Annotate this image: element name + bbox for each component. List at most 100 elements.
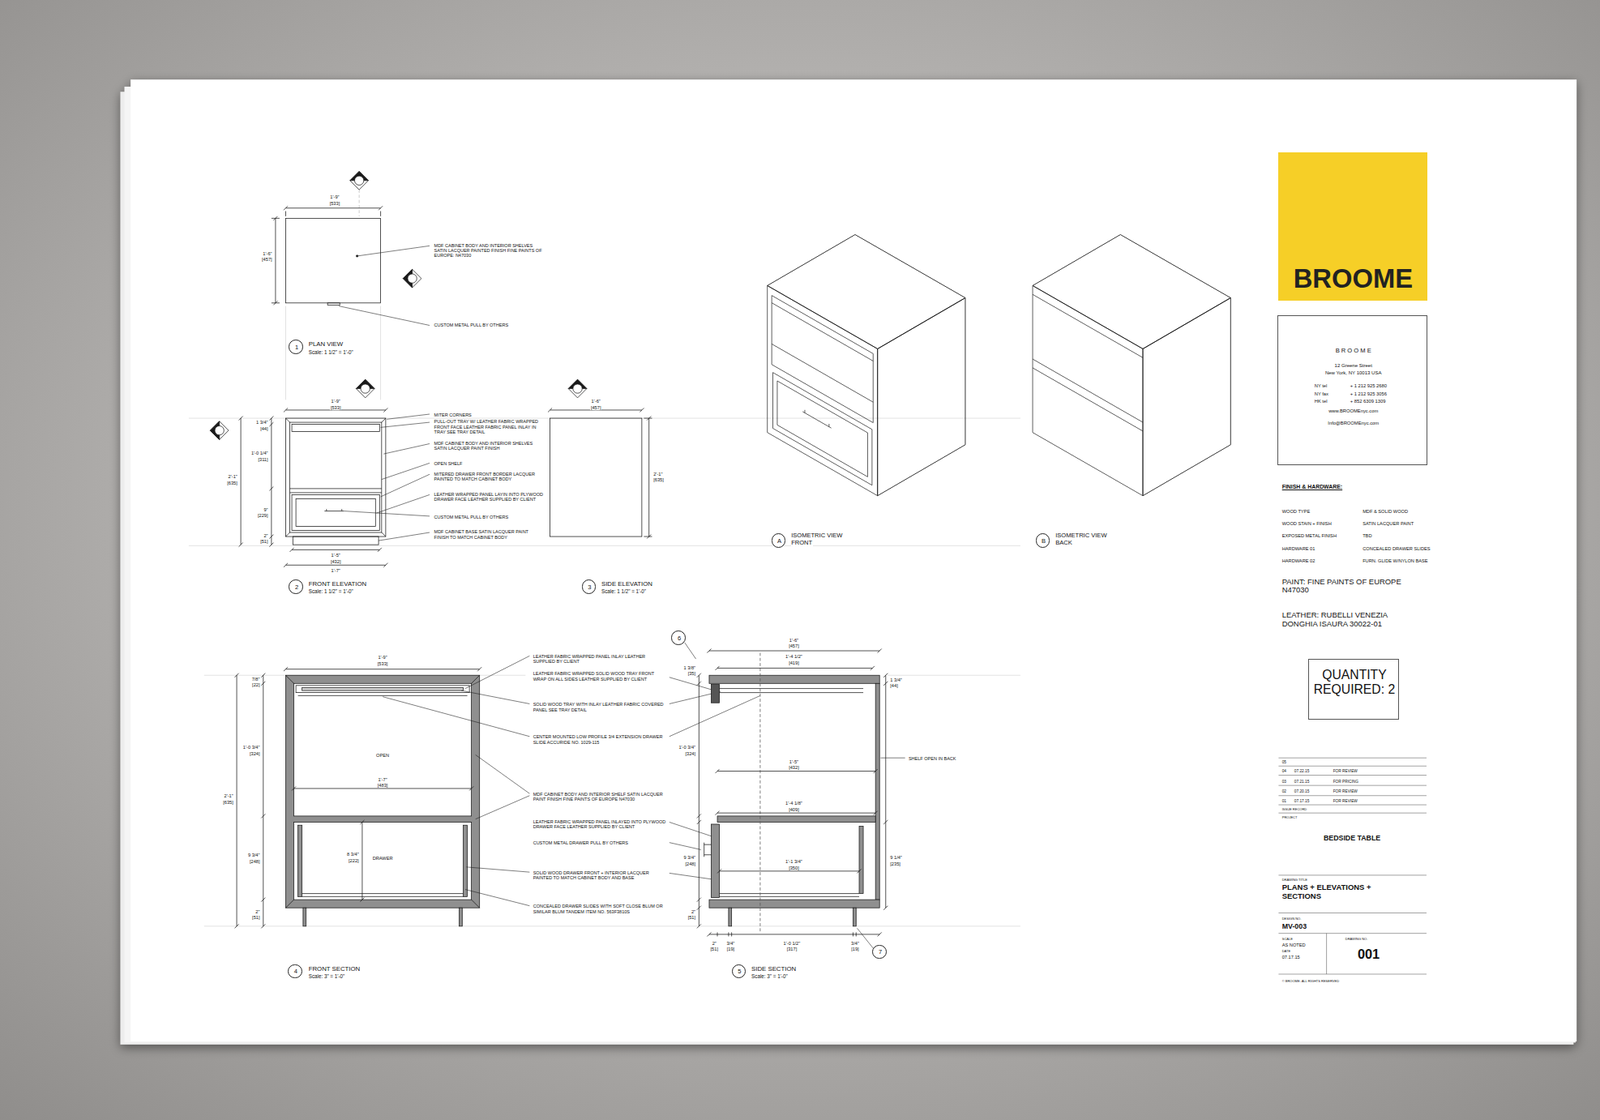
drawing-label: CUSTOM METAL PULL BY OTHERS	[433, 514, 545, 520]
drawing-label: ISSUE RECORD	[1281, 808, 1308, 813]
dimension-text: 9"	[263, 507, 269, 514]
dimension-text: [51]	[260, 539, 269, 545]
scale-note: Scale: 3" = 1'-0"	[751, 973, 789, 980]
dimension-text: 1'-0 1/2"	[782, 941, 801, 947]
drawing-label: FOR REVIEW	[1332, 769, 1358, 774]
callout-number: 6	[677, 635, 682, 643]
callout-bubble: 2	[288, 579, 304, 595]
drawing-label: FOR REVIEW	[1332, 789, 1358, 794]
drawing-label: ISOMETRIC VIEW	[791, 532, 843, 540]
dimension-text: [635]	[222, 800, 235, 806]
dimension-text: 1'-5"	[330, 552, 341, 559]
drawing-label: PROJECT	[1281, 816, 1298, 821]
annotation-note: MDF CABINET BODY AND INTERIOR SHELVES SA…	[433, 440, 545, 452]
annotation-note: MDF CABINET BODY AND INTERIOR SHELF SATI…	[532, 791, 667, 803]
dimension-text: 1'-4 1/2"	[785, 654, 804, 660]
dimension-text: 1'-1 3/4"	[785, 859, 804, 865]
box-text: NY tel	[1313, 383, 1328, 390]
drawing-label: SIDE SECTION	[751, 965, 797, 973]
dimension-text: [229]	[257, 513, 270, 519]
side-section	[684, 642, 906, 950]
dimension-text: 04	[1281, 769, 1287, 774]
dimension-text: [432]	[329, 559, 342, 565]
annotation-note: LEATHER: RUBELLI VENEZIA DONGHIA ISAURA …	[1281, 611, 1410, 629]
dimension-text: [432]	[788, 765, 800, 771]
callout-bubble: 5	[731, 964, 747, 980]
dimension-text: [635]	[226, 480, 239, 487]
dimension-text: 1'-4 1/8"	[785, 800, 804, 807]
dimension-text: [248]	[248, 859, 261, 865]
dimension-text: 03	[1281, 779, 1287, 784]
callout-bubble: 1	[288, 339, 304, 355]
dimension-text: 2'-1"	[223, 793, 234, 800]
dimension-text: 001	[1356, 946, 1380, 963]
dimension-text: [635]	[653, 477, 665, 484]
contact-box: B R O O M E12 Greene StreetNew York, NY …	[1277, 315, 1428, 466]
dimension-text: 1'-0 1/4"	[250, 450, 269, 457]
scale-note: Scale: 1 1/2" = 1'-0"	[601, 588, 647, 595]
box-text: B R O O M E	[1334, 347, 1372, 356]
dimension-text: [19]	[726, 946, 735, 953]
annotation-note: LEATHER WRAPPED PANEL LAYIN INTO PLYWOOD…	[433, 491, 545, 503]
drawing-label: MDF & SOLID WOOD	[1362, 509, 1409, 515]
dimension-text: 2'-1"	[227, 474, 238, 480]
drawing-label: CUSTOM METAL PULL BY OTHERS	[433, 322, 545, 328]
drawing-label: SIDE ELEVATION	[601, 580, 654, 588]
callout-number: 7	[878, 949, 883, 957]
dimension-text: 07.22.15	[1293, 769, 1310, 774]
dimension-text: 2"	[263, 533, 269, 540]
callout-bubble: A	[771, 533, 787, 548]
box-text: Info@BROOMEnyc.com	[1327, 420, 1380, 427]
drawing-label: © BROOME. ALL RIGHTS RESERVED	[1281, 979, 1340, 984]
dimension-text: [235]	[889, 861, 902, 868]
box-text: NY fax	[1313, 391, 1329, 398]
annotation-note: LEATHER FABRIC WRAPPED PANEL INLAYED INT…	[532, 819, 667, 830]
dimension-text: 1'-0 3/4"	[242, 744, 261, 751]
section-markers	[209, 171, 587, 440]
dimension-text: [222]	[348, 858, 360, 865]
dimension-text: [457]	[590, 405, 602, 411]
drawing-label: BACK	[1055, 539, 1074, 548]
dimension-text: [317]	[786, 946, 798, 953]
annotation-note: MITERED DRAWER FRONT BORDER LACQUER PAIN…	[433, 471, 545, 483]
drawing-label: DRAWING TITLE	[1281, 878, 1308, 883]
callout-number: 1	[294, 344, 299, 352]
drawing-label: MV-003	[1281, 922, 1307, 931]
dimension-text: [533]	[376, 661, 389, 668]
drawing-label: DESIGN NO.	[1281, 917, 1302, 922]
dimension-text: 07.17.15	[1293, 799, 1310, 804]
dimension-text: 01	[1281, 799, 1287, 804]
dimension-text: 1'-7"	[330, 568, 341, 574]
plan-view	[271, 205, 430, 326]
drawing-label: OPEN SHELF	[433, 461, 545, 467]
dimension-text: 1'-9"	[330, 398, 341, 405]
guide-lines	[188, 189, 1021, 927]
paper-stack	[120, 79, 1577, 1045]
dimension-text: 2'-1"	[653, 471, 664, 478]
annotation-note: PAINT: FINE PAINTS OF EUROPE N47030	[1281, 577, 1410, 596]
annotation-note: SOLID WOOD TRAY WITH INLAY LEATHER FABRI…	[532, 701, 667, 713]
dimension-text: 2"	[255, 909, 261, 916]
dimension-text: [419]	[788, 660, 800, 667]
dimension-text: 7/8"	[251, 676, 261, 683]
dimension-text: 1 3/4"	[256, 419, 270, 426]
dimension-text: [350]	[788, 865, 800, 872]
dimension-text: [19]	[851, 946, 860, 953]
scale-note: Scale: 1 1/2" = 1'-0"	[308, 349, 354, 356]
logo-box: BROOME	[1278, 152, 1428, 302]
drawing-label: WOOD TYPE	[1281, 509, 1310, 515]
dimension-text: 05	[1281, 760, 1287, 765]
box-text: BROOME	[1292, 263, 1413, 295]
callout-bubble: B	[1035, 533, 1051, 548]
drawing-label: PLANS + ELEVATIONS + SECTIONS	[1281, 883, 1405, 902]
dimension-text: 1'-9"	[377, 654, 388, 661]
drawing-label: ISOMETRIC VIEW	[1055, 532, 1108, 540]
dimension-text: [409]	[788, 807, 800, 813]
dimension-text: 1 3/4"	[889, 677, 903, 684]
callout-bubble: 7	[872, 945, 887, 960]
dimension-text: 07.20.15	[1293, 789, 1310, 794]
drawing-label: PLAN VIEW	[308, 340, 343, 348]
callout-bubble: 6	[671, 630, 686, 646]
side-elevation	[547, 407, 652, 539]
